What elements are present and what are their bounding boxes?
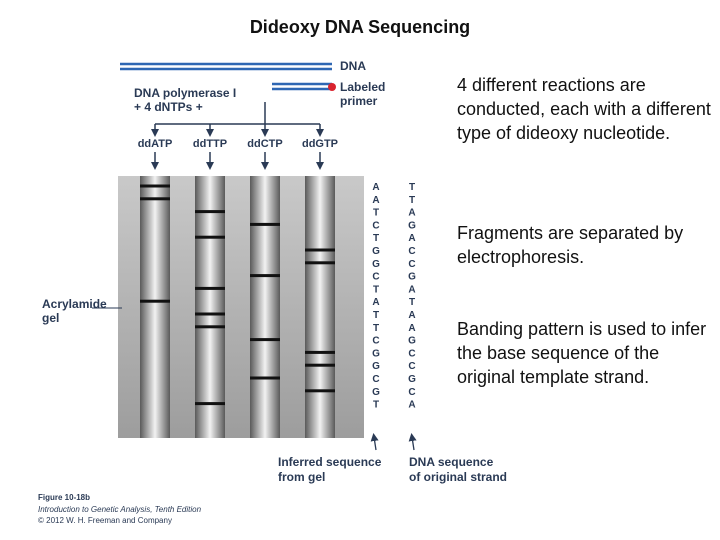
- original-base: C: [408, 348, 415, 359]
- inferred-label-line-2: from gel: [278, 470, 325, 484]
- inferred-base: T: [373, 400, 379, 411]
- inferred-base: A: [372, 195, 379, 206]
- original-base: A: [408, 323, 415, 334]
- original-base: T: [409, 182, 415, 193]
- inferred-base: T: [373, 208, 379, 219]
- polymerase-label: DNA polymerase I + 4 dNTPs +: [134, 86, 240, 114]
- original-base: G: [408, 272, 416, 283]
- polymerase-line-1: DNA polymerase I: [134, 86, 236, 100]
- inferred-base: C: [372, 220, 379, 231]
- gel-band-ddgtp: [305, 389, 335, 393]
- original-base: T: [409, 297, 415, 308]
- lane-label-ddatp: ddATP: [138, 138, 173, 150]
- gel-band-ddgtp: [305, 363, 335, 367]
- original-direction-arrow: [408, 433, 417, 451]
- figure-copyright: © 2012 W. H. Freeman and Company: [38, 516, 172, 525]
- lane-arrows: [151, 152, 324, 170]
- original-base: G: [408, 220, 416, 231]
- inferred-base: G: [372, 246, 380, 257]
- original-base: G: [408, 374, 416, 385]
- original-label: DNA sequence of original strand: [409, 455, 507, 484]
- original-base: C: [408, 246, 415, 257]
- gel-band-ddctp: [250, 222, 280, 226]
- lane-label-ddgtp: ddGTP: [302, 138, 338, 150]
- gel-band-ddatp: [140, 299, 170, 303]
- inferred-base: C: [372, 272, 379, 283]
- original-base: A: [408, 284, 415, 295]
- original-base: A: [408, 400, 415, 411]
- note-reactions: 4 different reactions are conducted, eac…: [457, 75, 711, 143]
- gel-band-ddctp: [250, 376, 280, 380]
- note-electrophoresis: Fragments are separated by electrophores…: [457, 223, 684, 267]
- original-base: G: [408, 336, 416, 347]
- original-base: A: [408, 208, 415, 219]
- inferred-base: G: [372, 361, 380, 372]
- gel-lane-ddatp: [140, 176, 170, 438]
- original-base: C: [408, 259, 415, 270]
- gel-band-ddgtp: [305, 350, 335, 354]
- inferred-base: A: [372, 297, 379, 308]
- inferred-base: T: [373, 323, 379, 334]
- original-base: C: [408, 387, 415, 398]
- inferred-base: G: [372, 348, 380, 359]
- figure-number: Figure 10-18b: [38, 493, 90, 502]
- gel-band-ddctp: [250, 338, 280, 342]
- gel-band-ddttp: [195, 402, 225, 406]
- polymerase-line-2: + 4 dNTPs +: [134, 100, 203, 114]
- original-base: A: [408, 233, 415, 244]
- inferred-base: C: [372, 374, 379, 385]
- inferred-direction-arrow: [370, 433, 379, 451]
- gel-band-ddttp: [195, 286, 225, 290]
- gel-bands: [140, 184, 335, 406]
- original-label-line-2: of original strand: [409, 470, 507, 484]
- note-banding-pattern: Banding pattern is used to infer the bas…: [457, 319, 707, 387]
- inferred-label-line-1: Inferred sequence: [278, 455, 382, 469]
- gel-label-line-2: gel: [42, 311, 59, 325]
- gel-lane-ddgtp: [305, 176, 335, 438]
- gel-lane-ddctp: [250, 176, 280, 438]
- original-base: C: [408, 361, 415, 372]
- original-base: A: [408, 310, 415, 321]
- gel-band-ddgtp: [305, 248, 335, 252]
- gel-band-ddatp: [140, 184, 170, 188]
- gel-band-ddatp: [140, 197, 170, 201]
- inferred-base: A: [372, 182, 379, 193]
- lane-label-ddttp: ddTTP: [193, 138, 227, 150]
- gel-band-ddttp: [195, 312, 225, 316]
- lane-label-ddctp: ddCTP: [247, 138, 282, 150]
- inferred-label: Inferred sequence from gel: [278, 455, 385, 484]
- labeled-primer-label: Labeled primer: [340, 80, 389, 108]
- slide-title: Dideoxy DNA Sequencing: [249, 17, 471, 37]
- inferred-base: G: [372, 387, 380, 398]
- gel-band-ddttp: [195, 235, 225, 239]
- original-base: T: [409, 195, 415, 206]
- gel-band-ddctp: [250, 274, 280, 278]
- gel-band-ddttp: [195, 325, 225, 329]
- primer-label-dot: [328, 83, 336, 91]
- gel-label: Acrylamide gel: [42, 297, 110, 325]
- dna-label: DNA: [340, 59, 366, 73]
- labeled-primer-line-1: Labeled: [340, 80, 385, 94]
- distribution-bracket: [151, 102, 324, 137]
- inferred-base: G: [372, 259, 380, 270]
- inferred-base: T: [373, 284, 379, 295]
- inferred-base: T: [373, 233, 379, 244]
- labeled-primer-line-2: primer: [340, 94, 378, 108]
- gel-label-line-1: Acrylamide: [42, 297, 107, 311]
- gel-lane-ddttp: [195, 176, 225, 438]
- gel-band-ddgtp: [305, 261, 335, 265]
- inferred-base: T: [373, 310, 379, 321]
- figure-book: Introduction to Genetic Analysis, Tenth …: [38, 505, 202, 514]
- gel-band-ddttp: [195, 210, 225, 214]
- original-label-line-1: DNA sequence: [409, 455, 494, 469]
- inferred-base: C: [372, 336, 379, 347]
